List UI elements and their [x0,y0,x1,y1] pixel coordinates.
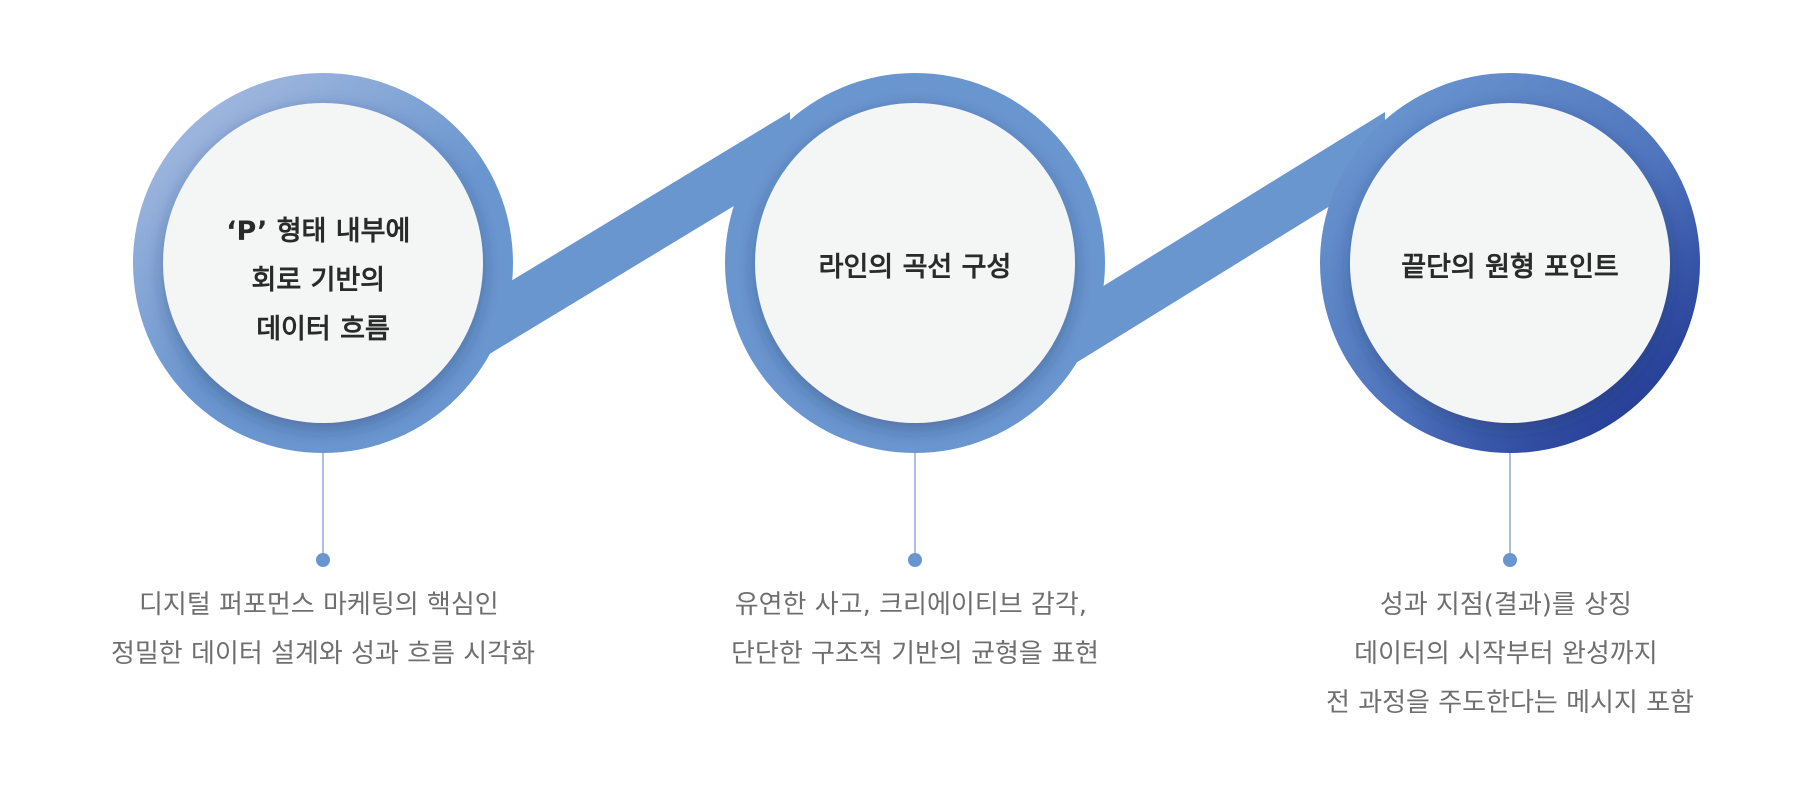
step-2-description: 유연한 사고, 크리에이티브 감각, 단단한 구조적 기반의 균형을 표현 [731,590,1099,669]
step-1-description: 디지털 퍼포먼스 마케팅의 핵심인 정밀한 데이터 설계와 성과 흐름 시각화 [111,590,535,669]
step-1-title: ‘P’ 형태 내부에 회로 기반의 데이터 흐름 [226,216,419,345]
step-2-dot [908,553,922,567]
step-1-desc-line-1: 디지털 퍼포먼스 마케팅의 핵심인 [139,590,499,620]
step-2-desc-line-1: 유연한 사고, 크리에이티브 감각, [735,590,1087,620]
step-2-desc-line-2: 단단한 구조적 기반의 균형을 표현 [731,639,1099,669]
step-1: ‘P’ 형태 내부에 회로 기반의 데이터 흐름 디지털 퍼포먼스 마케팅의 핵… [111,73,535,669]
step-3-desc-line-3: 전 과정을 주도한다는 메시지 포함 [1326,688,1694,718]
step-1-title-line-2: 회로 기반의 [251,265,385,296]
step-3-desc-line-1: 성과 지점(결과)를 상징 [1380,590,1632,620]
connector-band-2 [1024,112,1385,395]
step-1-title-line-1: ‘P’ 형태 내부에 [226,216,410,247]
step-3: 끝단의 원형 포인트 성과 지점(결과)를 상징 데이터의 시작부터 완성까지 … [1320,73,1700,718]
step-3-description: 성과 지점(결과)를 상징 데이터의 시작부터 완성까지 전 과정을 주도한다는… [1326,590,1694,718]
step-2-title-line-1: 라인의 곡선 구성 [819,252,1012,283]
connector-band-1 [430,112,790,390]
step-1-title-line-3: 데이터 흐름 [256,314,390,345]
step-3-desc-line-2: 데이터의 시작부터 완성까지 [1354,639,1658,669]
step-3-inner-circle [1350,103,1670,423]
step-1-desc-line-2: 정밀한 데이터 설계와 성과 흐름 시각화 [111,639,535,669]
step-3-title: 끝단의 원형 포인트 [1401,252,1619,283]
step-2-inner-circle [755,103,1075,423]
step-1-inner-circle [163,103,483,423]
step-2-title: 라인의 곡선 구성 [819,252,1012,283]
step-3-dot [1503,553,1517,567]
step-1-dot [316,553,330,567]
step-3-title-line-1: 끝단의 원형 포인트 [1401,252,1619,283]
step-2: 라인의 곡선 구성 유연한 사고, 크리에이티브 감각, 단단한 구조적 기반의… [725,73,1105,669]
